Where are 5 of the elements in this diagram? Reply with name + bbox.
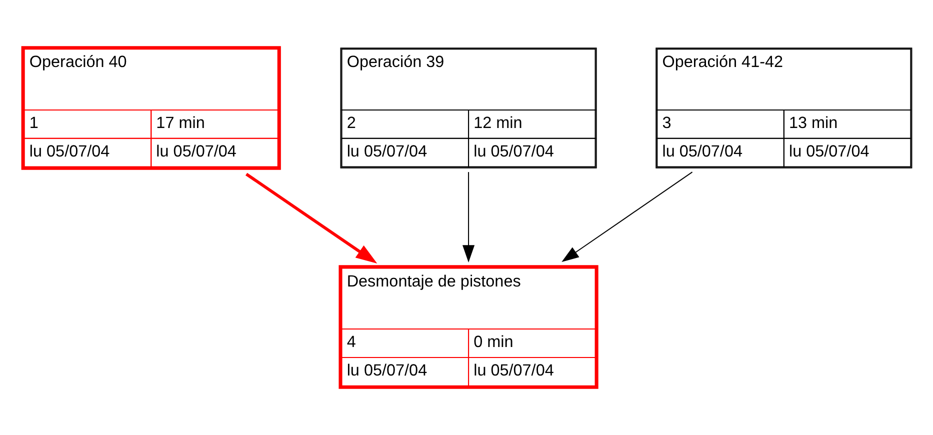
- arrow: [562, 172, 693, 262]
- arrow: [245, 172, 378, 264]
- arrow: [462, 172, 475, 262]
- node-box: Desmontaje de pistones 4 0 min lu 05/07/04 lu 05/07/04: [338, 265, 598, 389]
- node-box: Operación 40 1 17 min lu 05/07/04 lu 05/07/04: [21, 46, 281, 170]
